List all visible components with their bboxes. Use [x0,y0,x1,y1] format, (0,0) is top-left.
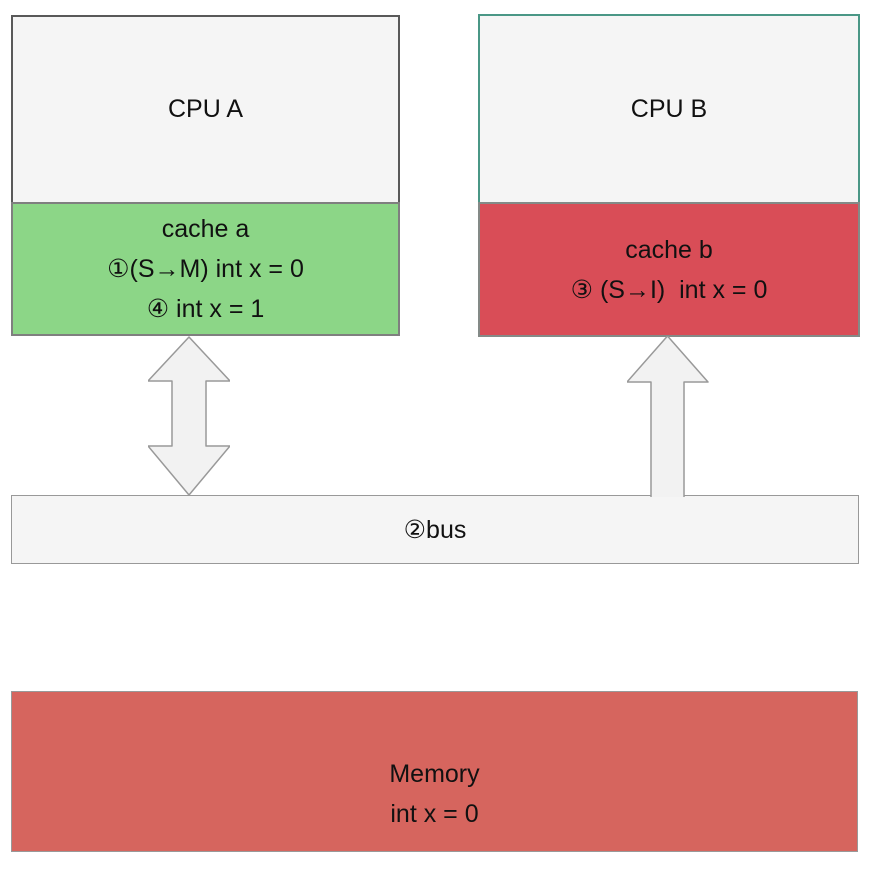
cache-b-box: cache b ③ (S→I) int x = 0 [478,202,860,337]
cache-b-line-state-change: ③ (S→I) int x = 0 [570,275,768,304]
cpu-b-box: CPU B [478,14,860,204]
memory-box: Memory int x = 0 [11,691,858,852]
cpu-a-box: CPU A [11,15,400,204]
memory-line-value: int x = 0 [390,800,479,828]
bus-label: ②bus [403,515,467,544]
cache-a-line-new-value: ④ int x = 1 [146,295,265,323]
bus-box: ②bus [11,495,859,564]
cache-a-box: cache a ①(S→M) int x = 0 ④ int x = 1 [11,202,400,336]
memory-title: Memory [389,760,480,788]
cache-b-title: cache b [625,235,713,264]
cpu-a-label: CPU A [167,95,244,123]
cpu-b-label: CPU B [630,94,708,123]
cache-a-title: cache a [161,215,250,243]
bidirectional-arrow-icon [148,336,230,496]
cache-a-line-state-change: ①(S→M) int x = 0 [107,255,304,283]
up-arrow-icon [627,336,709,497]
